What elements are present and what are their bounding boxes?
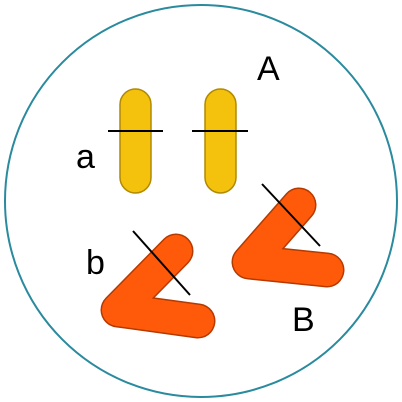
rod-chromosome-left	[119, 88, 152, 194]
label-upper-right: A	[257, 50, 280, 88]
cell-membrane	[4, 4, 398, 398]
label-lower-left: b	[86, 244, 105, 282]
label-lower-right: B	[292, 301, 315, 339]
gene-marker-bent-left	[132, 230, 191, 296]
bent-chromosome-right-fill	[233, 189, 343, 286]
label-upper-left: a	[76, 138, 95, 176]
bent-chromosome-left-fill	[102, 235, 214, 337]
rod-chromosome-right	[204, 88, 237, 194]
gene-marker-bent-right	[261, 183, 321, 247]
